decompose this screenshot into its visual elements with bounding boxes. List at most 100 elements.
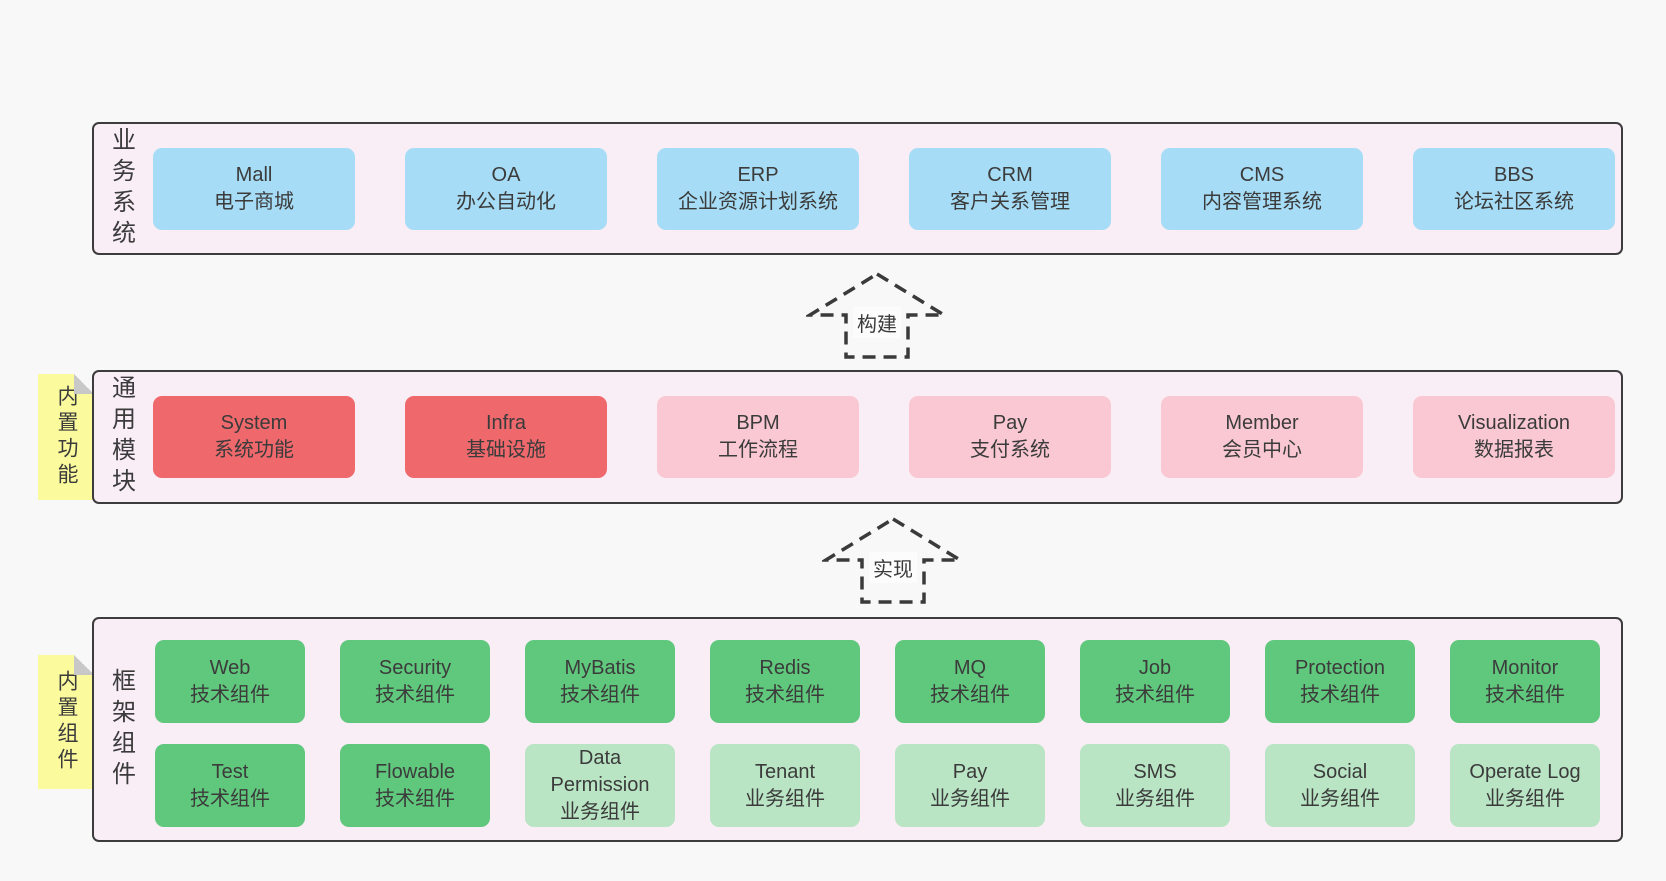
box-title: Redis xyxy=(759,656,811,679)
framework-components-panel: 框架组件 Web 技术组件 Security 技术组件 MyBatis 技术组件… xyxy=(92,617,1623,842)
box-test: Test 技术组件 xyxy=(155,744,305,827)
tech-components-row: Web 技术组件 Security 技术组件 MyBatis 技术组件 Redi… xyxy=(155,640,1600,723)
build-arrow-icon: 构建 xyxy=(806,269,948,361)
box-subtitle: 数据报表 xyxy=(1474,439,1554,461)
box-title: Tenant xyxy=(754,760,816,783)
box-title: Social xyxy=(1312,760,1368,783)
box-subtitle: 技术组件 xyxy=(1300,683,1380,706)
box-subtitle: 技术组件 xyxy=(745,683,825,706)
box-bbs: BBS 论坛社区系统 xyxy=(1413,147,1615,230)
box-title: Security xyxy=(378,656,452,679)
box-title: Data Permission xyxy=(550,747,650,796)
box-title: SMS xyxy=(1133,760,1177,783)
arrow-label: 构建 xyxy=(853,307,901,338)
box-subtitle: 技术组件 xyxy=(375,683,455,706)
box-title: Protection xyxy=(1294,656,1386,679)
box-pay-module: Pay 支付系统 xyxy=(909,396,1111,478)
box-subtitle: 技术组件 xyxy=(560,683,640,706)
box-subtitle: 技术组件 xyxy=(1485,683,1565,706)
box-title: Pay xyxy=(992,412,1028,434)
panel-label: 通用模块 xyxy=(107,375,135,499)
sticky-note-label: 内置组件 xyxy=(55,670,78,774)
box-title: Job xyxy=(1138,656,1172,679)
sticky-note-builtin-components: 内置组件 xyxy=(38,655,94,789)
implement-arrow-icon: 实现 xyxy=(822,514,964,606)
box-subtitle: 系统功能 xyxy=(214,439,294,461)
panel-label: 业务系统 xyxy=(107,126,135,251)
box-subtitle: 会员中心 xyxy=(1222,439,1302,461)
box-operate-log: Operate Log 业务组件 xyxy=(1450,744,1600,827)
box-title: Flowable xyxy=(374,760,456,783)
box-title: Infra xyxy=(485,412,527,434)
business-systems-panel: 业务系统 Mall 电子商城 OA 办公自动化 ERP 企业资源计划系统 CRM… xyxy=(92,122,1623,255)
box-oa: OA 办公自动化 xyxy=(405,147,607,230)
box-subtitle: 业务组件 xyxy=(745,787,825,810)
box-subtitle: 业务组件 xyxy=(1485,787,1565,810)
box-subtitle: 办公自动化 xyxy=(456,190,556,213)
box-cms: CMS 内容管理系统 xyxy=(1161,147,1363,230)
box-title: ERP xyxy=(737,163,779,186)
box-infra: Infra 基础设施 xyxy=(405,396,607,478)
box-system: System 系统功能 xyxy=(153,396,355,478)
box-job: Job 技术组件 xyxy=(1080,640,1230,723)
box-subtitle: 电子商城 xyxy=(214,190,294,213)
box-protection: Protection 技术组件 xyxy=(1265,640,1415,723)
box-subtitle: 业务组件 xyxy=(930,787,1010,810)
box-subtitle: 论坛社区系统 xyxy=(1454,190,1574,213)
box-subtitle: 业务组件 xyxy=(1300,787,1380,810)
box-tenant: Tenant 业务组件 xyxy=(710,744,860,827)
box-mall: Mall 电子商城 xyxy=(153,147,355,230)
up-arrow-icon xyxy=(806,271,948,359)
box-visualization: Visualization 数据报表 xyxy=(1413,396,1615,478)
box-pay-component: Pay 业务组件 xyxy=(895,744,1045,827)
sticky-note-label: 内置功能 xyxy=(55,385,78,489)
box-subtitle: 客户关系管理 xyxy=(950,190,1070,213)
box-subtitle: 技术组件 xyxy=(375,787,455,810)
box-data-permission: Data Permission 业务组件 xyxy=(525,744,675,827)
box-subtitle: 业务组件 xyxy=(560,801,640,823)
box-security: Security 技术组件 xyxy=(340,640,490,723)
box-title: OA xyxy=(491,163,521,186)
common-modules-panel: 通用模块 System 系统功能 Infra 基础设施 BPM 工作流程 Pay… xyxy=(92,370,1623,504)
box-title: Member xyxy=(1225,412,1299,434)
panel-label: 框架组件 xyxy=(107,667,135,792)
box-monitor: Monitor 技术组件 xyxy=(1450,640,1600,723)
box-flowable: Flowable 技术组件 xyxy=(340,744,490,827)
box-crm: CRM 客户关系管理 xyxy=(909,147,1111,230)
box-subtitle: 技术组件 xyxy=(190,787,270,810)
box-title: System xyxy=(220,412,288,434)
box-sms: SMS 业务组件 xyxy=(1080,744,1230,827)
box-title: CRM xyxy=(987,163,1033,186)
box-title: BPM xyxy=(736,412,780,434)
box-subtitle: 技术组件 xyxy=(190,683,270,706)
box-subtitle: 基础设施 xyxy=(466,439,546,461)
box-title: Web xyxy=(209,656,251,679)
box-subtitle: 技术组件 xyxy=(930,683,1010,706)
box-title: MyBatis xyxy=(564,656,636,679)
box-title: Test xyxy=(211,760,249,783)
box-mq: MQ 技术组件 xyxy=(895,640,1045,723)
box-bpm: BPM 工作流程 xyxy=(657,396,859,478)
box-title: MQ xyxy=(953,656,987,679)
box-subtitle: 内容管理系统 xyxy=(1202,190,1322,213)
box-mybatis: MyBatis 技术组件 xyxy=(525,640,675,723)
business-systems-row: Mall 电子商城 OA 办公自动化 ERP 企业资源计划系统 CRM 客户关系… xyxy=(153,147,1615,230)
box-title: BBS xyxy=(1493,163,1535,186)
box-title: Mall xyxy=(235,163,273,186)
box-title: Visualization xyxy=(1458,412,1570,434)
arrow-label: 实现 xyxy=(869,552,917,583)
box-subtitle: 企业资源计划系统 xyxy=(678,190,838,213)
box-web: Web 技术组件 xyxy=(155,640,305,723)
biz-components-row: Test 技术组件 Flowable 技术组件 Data Permission … xyxy=(155,744,1600,827)
box-subtitle: 技术组件 xyxy=(1115,683,1195,706)
common-modules-row: System 系统功能 Infra 基础设施 BPM 工作流程 Pay 支付系统… xyxy=(153,396,1615,478)
box-subtitle: 支付系统 xyxy=(970,439,1050,461)
box-erp: ERP 企业资源计划系统 xyxy=(657,147,859,230)
box-title: CMS xyxy=(1239,163,1285,186)
sticky-note-builtin-features: 内置功能 xyxy=(38,374,94,500)
box-member: Member 会员中心 xyxy=(1161,396,1363,478)
box-subtitle: 工作流程 xyxy=(718,439,798,461)
box-redis: Redis 技术组件 xyxy=(710,640,860,723)
up-arrow-icon xyxy=(822,516,964,604)
